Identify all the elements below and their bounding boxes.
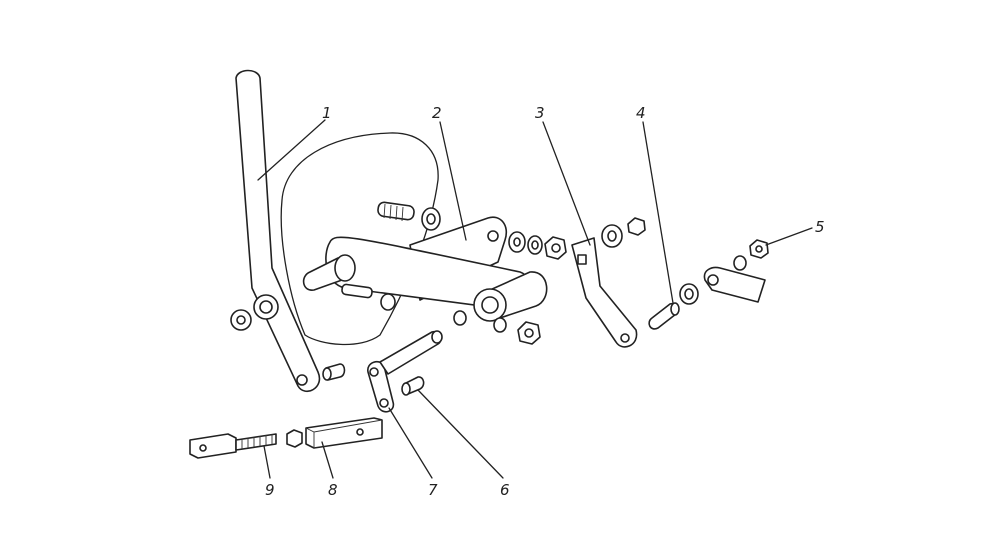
callout-label: 4 [636, 104, 646, 122]
callout-label: 6 [500, 481, 510, 499]
part-9-fork-bolt [189, 433, 277, 459]
part-3-bracket [571, 237, 638, 348]
callout-label: 1 [322, 104, 332, 122]
part-5-nut-strip [703, 239, 769, 303]
part-1-lever [230, 69, 321, 392]
part-8-block [286, 417, 383, 449]
callout-label: 9 [265, 481, 275, 499]
callout-label: 2 [432, 104, 442, 122]
part-4-bolt [648, 283, 699, 330]
callout-9: 9 [263, 445, 275, 499]
callout-1: 1 [257, 104, 332, 181]
callout-2: 2 [432, 104, 467, 241]
part-7-link [367, 330, 443, 413]
callout-label: 7 [428, 481, 438, 499]
small-pin [322, 363, 346, 381]
threaded-stud [377, 201, 441, 231]
callout-6: 6 [417, 389, 510, 499]
callout-4: 4 [636, 104, 674, 304]
callout-label: 5 [815, 218, 825, 236]
washers-nuts [508, 217, 646, 345]
callout-label: 8 [328, 481, 338, 499]
callout-label: 3 [535, 104, 545, 122]
part-6-pin [401, 376, 425, 396]
callout-5: 5 [765, 218, 825, 246]
callout-7: 7 [388, 407, 438, 499]
main-lever [302, 236, 548, 333]
callout-3: 3 [535, 104, 591, 246]
callout-8: 8 [321, 441, 338, 499]
